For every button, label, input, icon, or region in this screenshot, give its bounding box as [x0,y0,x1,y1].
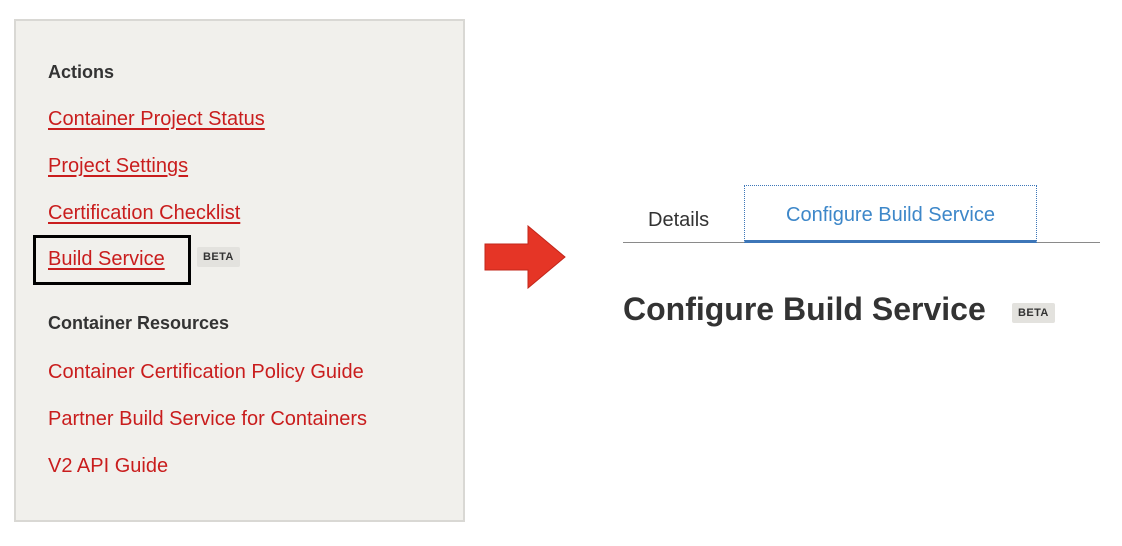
partner-build-service-link[interactable]: Partner Build Service for Containers [48,408,368,430]
page-title: Configure Build Service [623,291,986,327]
container-certification-policy-guide-link[interactable]: Container Certification Policy Guide [48,361,364,383]
tab-bar: Details Configure Build Service [623,185,1100,243]
build-service-link[interactable]: Build Service [48,248,165,270]
beta-badge: BETA [197,247,240,267]
tab-details[interactable]: Details [648,209,710,231]
actions-heading: Actions [48,62,115,82]
tab-configure-build-service[interactable]: Configure Build Service [744,185,1037,243]
actions-panel: Actions Container Project Status Project… [14,19,465,522]
project-settings-link[interactable]: Project Settings [48,155,189,177]
certification-checklist-link[interactable]: Certification Checklist [48,202,241,224]
highlight-box [33,235,191,285]
right-arrow-icon [484,225,566,289]
title-beta-badge: BETA [1012,303,1055,323]
v2-api-guide-link[interactable]: V2 API Guide [48,455,169,477]
container-resources-heading: Container Resources [48,313,230,333]
container-project-status-link[interactable]: Container Project Status [48,108,265,130]
